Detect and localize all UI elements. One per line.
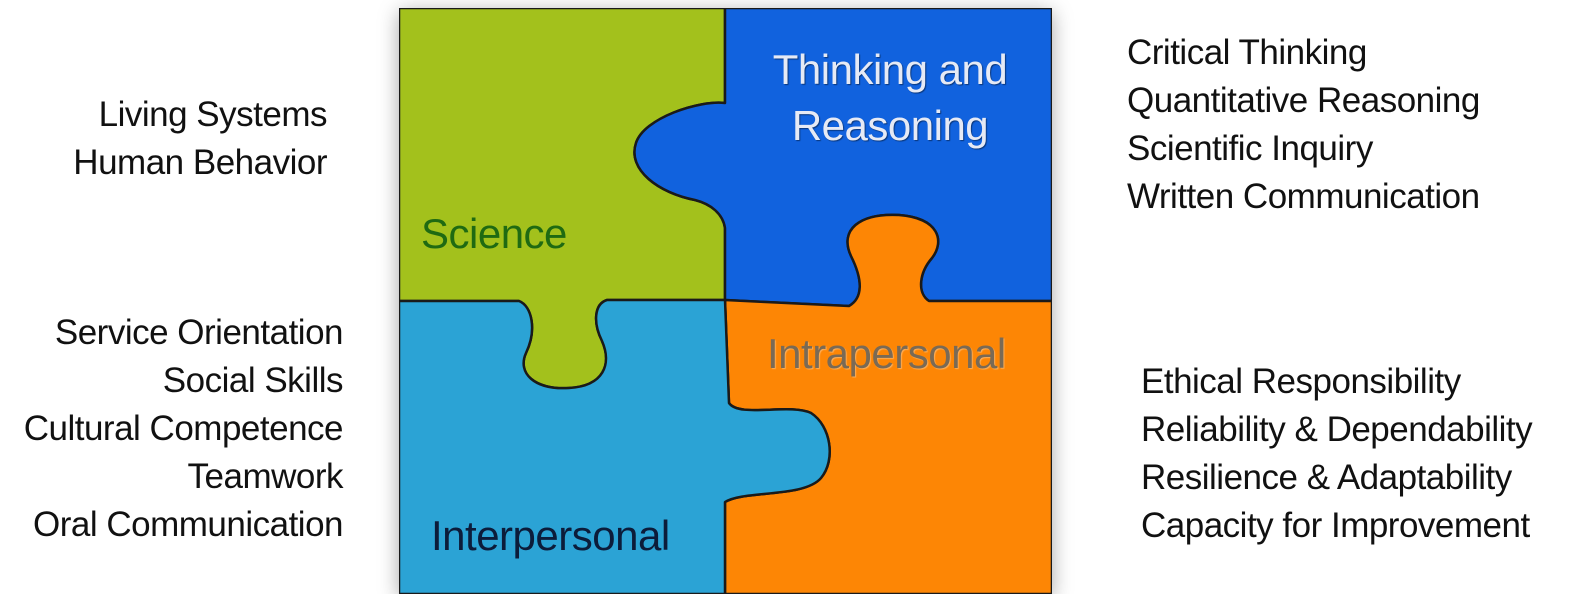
intrapersonal-label: Intrapersonal <box>767 330 1006 377</box>
list-item: Social Skills <box>162 361 344 400</box>
list-item: Critical Thinking <box>1127 33 1367 72</box>
interpersonal-label: Interpersonal <box>431 512 670 559</box>
thinking-competency-list: Critical Thinking Quantitative Reasoning… <box>1127 29 1480 221</box>
list-item: Quantitative Reasoning <box>1127 81 1480 120</box>
list-item: Scientific Inquiry <box>1127 129 1373 168</box>
interpersonal-competency-list: Service Orientation Social Skills Cultur… <box>23 309 344 549</box>
thinking-reasoning-label: Thinking and Reasoning <box>727 42 1053 154</box>
list-item: Teamwork <box>187 457 344 496</box>
puzzle-svg <box>399 8 1052 594</box>
list-item: Service Orientation <box>54 313 344 352</box>
science-competency-list: Living Systems Human Behavior <box>73 91 327 187</box>
list-item: Resilience & Adaptability <box>1141 458 1512 497</box>
puzzle-piece-interpersonal <box>399 298 831 594</box>
list-item: Human Behavior <box>73 143 327 182</box>
list-item: Capacity for Improvement <box>1141 506 1530 545</box>
list-item: Oral Communication <box>33 505 344 544</box>
science-label: Science <box>421 210 567 257</box>
thinking-label-line: Thinking and <box>772 46 1008 93</box>
intrapersonal-competency-list: Ethical Responsibility Reliability & Dep… <box>1141 358 1533 550</box>
list-item: Written Communication <box>1127 177 1480 216</box>
thinking-label-line: Reasoning <box>791 102 989 149</box>
puzzle-diagram <box>399 8 1052 594</box>
list-item: Reliability & Dependability <box>1141 410 1533 449</box>
list-item: Ethical Responsibility <box>1141 362 1461 401</box>
list-item: Cultural Competence <box>23 409 344 448</box>
list-item: Living Systems <box>98 95 328 134</box>
